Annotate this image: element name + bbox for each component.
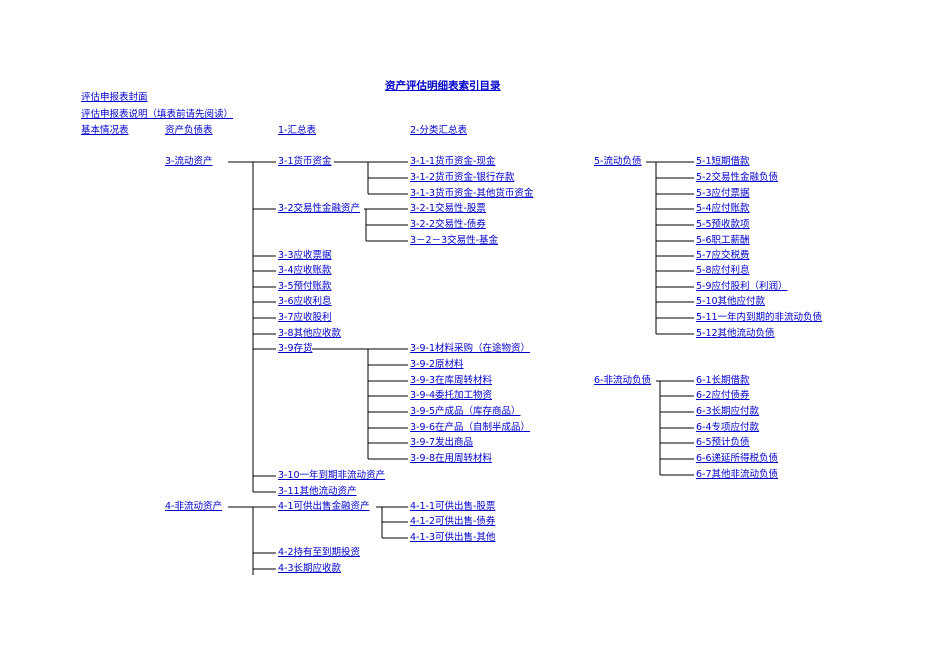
receivable-link[interactable]: 3-5预付账款 bbox=[278, 281, 332, 292]
current-liability-link[interactable]: 5-8应付利息 bbox=[696, 265, 750, 276]
balance-sheet-link[interactable]: 资产负债表 bbox=[165, 125, 213, 136]
instructions-link[interactable]: 评估申报表说明（填表前请先阅读） bbox=[81, 109, 234, 120]
trading-child-link[interactable]: 3－2－3交易性-基金 bbox=[410, 235, 499, 246]
cover-link[interactable]: 评估申报表封面 bbox=[81, 92, 148, 103]
summary-link[interactable]: 1-汇总表 bbox=[278, 125, 316, 136]
receivable-link[interactable]: 3-6应收利息 bbox=[278, 296, 332, 307]
receivable-link[interactable]: 3-3应收票据 bbox=[278, 250, 332, 261]
receivable-link[interactable]: 3-4应收账款 bbox=[278, 265, 332, 276]
noncurrent-liability-link[interactable]: 6-6递延所得税负债 bbox=[696, 453, 779, 464]
current-liability-link[interactable]: 5-3应付票据 bbox=[696, 188, 750, 199]
afs-child-link[interactable]: 4-1-2可供出售-债券 bbox=[410, 516, 496, 527]
inventory-child-link[interactable]: 3-9-6在产品（自制半成品） bbox=[410, 422, 530, 433]
noncurrent-liability-link[interactable]: 6-1长期借款 bbox=[696, 375, 750, 386]
noncurrent-liability-link[interactable]: 6-2应付债券 bbox=[696, 390, 750, 401]
cash-child-link[interactable]: 3-1-3货币资金-其他货币资金 bbox=[410, 188, 534, 199]
current-liability-link[interactable]: 5-1短期借款 bbox=[696, 156, 750, 167]
page-title: 资产评估明细表索引目录 bbox=[385, 80, 501, 92]
noncurrent-item-link[interactable]: 4-3长期应收款 bbox=[278, 563, 342, 574]
other-current-asset-link[interactable]: 3-10一年到期非流动资产 bbox=[278, 470, 386, 481]
other-current-asset-link[interactable]: 3-11其他流动资产 bbox=[278, 486, 357, 497]
inventory-child-link[interactable]: 3-9-2原材料 bbox=[410, 359, 464, 370]
current-liability-link[interactable]: 5-7应交税费 bbox=[696, 250, 750, 261]
current-liability-link[interactable]: 5-10其他应付款 bbox=[696, 296, 766, 307]
current-liability-link[interactable]: 5-2交易性金融负债 bbox=[696, 172, 779, 183]
current-liability-link[interactable]: 5-9应付股利（利润） bbox=[696, 281, 788, 292]
current-liability-link[interactable]: 5-11一年内到期的非流动负债 bbox=[696, 312, 823, 323]
sheet-area bbox=[8, 22, 938, 658]
noncurrent-liability-link[interactable]: 6-5预计负债 bbox=[696, 437, 750, 448]
trading-child-link[interactable]: 3-2-2交易性-债券 bbox=[410, 219, 486, 230]
afs-child-link[interactable]: 4-1-1可供出售-股票 bbox=[410, 501, 496, 512]
trading-child-link[interactable]: 3-2-1交易性-股票 bbox=[410, 203, 486, 214]
class-summary-link[interactable]: 2-分类汇总表 bbox=[410, 125, 467, 136]
current-liabilities-link[interactable]: 5-流动负债 bbox=[594, 156, 642, 167]
cash-link[interactable]: 3-1货币资金 bbox=[278, 156, 332, 167]
current-liability-link[interactable]: 5-5预收款项 bbox=[696, 219, 750, 230]
current-assets-link[interactable]: 3-流动资产 bbox=[165, 156, 213, 167]
inventory-child-link[interactable]: 3-9-4委托加工物资 bbox=[410, 390, 492, 401]
cash-child-link[interactable]: 3-1-1货币资金-现金 bbox=[410, 156, 496, 167]
noncurrent-assets-link[interactable]: 4-非流动资产 bbox=[165, 501, 222, 512]
inventory-link[interactable]: 3-9存货 bbox=[278, 343, 313, 354]
inventory-child-link[interactable]: 3-9-5产成品（库存商品） bbox=[410, 406, 521, 417]
inventory-child-link[interactable]: 3-9-7发出商品 bbox=[410, 437, 473, 448]
cash-child-link[interactable]: 3-1-2货币资金-银行存款 bbox=[410, 172, 515, 183]
current-liability-link[interactable]: 5-6职工薪酬 bbox=[696, 235, 750, 246]
noncurrent-liability-link[interactable]: 6-7其他非流动负债 bbox=[696, 469, 779, 480]
receivable-link[interactable]: 3-8其他应收款 bbox=[278, 328, 342, 339]
basic-info-link[interactable]: 基本情况表 bbox=[81, 125, 129, 136]
current-liability-link[interactable]: 5-12其他流动负债 bbox=[696, 328, 775, 339]
noncurrent-liability-link[interactable]: 6-3长期应付款 bbox=[696, 406, 760, 417]
noncurrent-liabilities-link[interactable]: 6-非流动负债 bbox=[594, 375, 651, 386]
inventory-child-link[interactable]: 3-9-3在库周转材料 bbox=[410, 375, 492, 386]
receivable-link[interactable]: 3-7应收股利 bbox=[278, 312, 332, 323]
afs-link[interactable]: 4-1可供出售金融资产 bbox=[278, 501, 370, 512]
current-liability-link[interactable]: 5-4应付账款 bbox=[696, 203, 750, 214]
afs-child-link[interactable]: 4-1-3可供出售-其他 bbox=[410, 532, 496, 543]
trading-assets-link[interactable]: 3-2交易性金融资产 bbox=[278, 203, 361, 214]
inventory-child-link[interactable]: 3-9-8在用周转材料 bbox=[410, 453, 492, 464]
noncurrent-item-link[interactable]: 4-2持有至到期投资 bbox=[278, 547, 361, 558]
inventory-child-link[interactable]: 3-9-1材料采购（在途物资） bbox=[410, 343, 530, 354]
noncurrent-liability-link[interactable]: 6-4专项应付款 bbox=[696, 422, 760, 433]
